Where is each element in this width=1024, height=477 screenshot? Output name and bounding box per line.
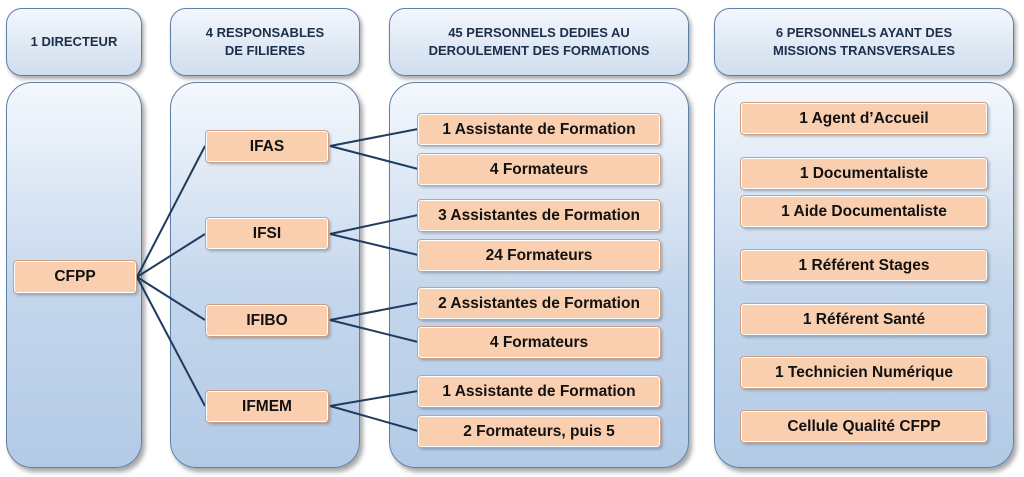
connector-cfpp-ifsi [136, 233, 206, 278]
node-staff-label: 4 Formateurs [489, 333, 589, 351]
node-role-referent-stages: 1 Référent Stages [740, 249, 988, 282]
header-responsables: 4 RESPONSABLES DE FILIERES [170, 8, 360, 76]
node-role-label: 1 Référent Stages [798, 256, 930, 274]
node-staff-ifmem-1: 1 Assistante de Formation [417, 375, 661, 408]
node-staff-label: 2 Formateurs, puis 5 [463, 422, 615, 440]
node-role-label: Cellule Qualité CFPP [787, 417, 941, 435]
connector-ifsi-staff-1 [329, 214, 419, 235]
connector-ifmem-staff-1 [329, 390, 419, 407]
connector-ifibo-staff-1 [329, 302, 419, 321]
header-responsables-label: 4 RESPONSABLES DE FILIERES [205, 25, 325, 58]
node-filiere-label: IFMEM [242, 397, 292, 415]
node-filiere-label: IFAS [249, 137, 285, 155]
node-filiere-ifmem: IFMEM [205, 390, 329, 423]
node-role-label: 1 Technicien Numérique [774, 363, 953, 381]
node-staff-label: 2 Assistantes de Formation [438, 294, 640, 312]
header-transversal: 6 PERSONNELS AYANT DES MISSIONS TRANSVER… [714, 8, 1014, 76]
node-filiere-ifsi: IFSI [205, 217, 329, 250]
node-role-agent-accueil: 1 Agent d’Accueil [740, 102, 988, 135]
connector-cfpp-ifibo [136, 276, 206, 321]
node-role-cellule-qualite: Cellule Qualité CFPP [740, 410, 988, 443]
header-personnels-label: 45 PERSONNELS DEDIES AU DEROULEMENT DES … [428, 25, 650, 58]
node-staff-label: 3 Assistantes de Formation [438, 206, 640, 224]
node-staff-ifibo-1: 2 Assistantes de Formation [417, 287, 661, 320]
connector-ifmem-staff-2 [329, 405, 419, 432]
node-staff-ifsi-2: 24 Formateurs [417, 239, 661, 272]
connector-ifibo-staff-2 [329, 319, 419, 343]
node-role-label: 1 Documentaliste [799, 164, 929, 182]
node-filiere-ifas: IFAS [205, 130, 329, 163]
header-director-label: 1 DIRECTEUR [30, 34, 118, 49]
node-staff-label: 1 Assistante de Formation [442, 382, 636, 400]
node-role-referent-sante: 1 Référent Santé [740, 303, 988, 336]
node-filiere-ifibo: IFIBO [205, 304, 329, 337]
node-role-documentaliste: 1 Documentaliste [740, 157, 988, 190]
node-filiere-label: IFIBO [246, 311, 288, 329]
connector-ifas-staff-2 [329, 145, 419, 170]
node-staff-ifmem-2: 2 Formateurs, puis 5 [417, 415, 661, 448]
node-role-aide-documentaliste: 1 Aide Documentaliste [740, 195, 988, 228]
node-cfpp: CFPP [13, 260, 137, 294]
node-staff-ifas-2: 4 Formateurs [417, 153, 661, 186]
node-role-technicien-numerique: 1 Technicien Numérique [740, 356, 988, 389]
connector-cfpp-ifmem [136, 276, 206, 407]
node-role-label: 1 Référent Santé [802, 310, 926, 328]
node-role-label: 1 Agent d’Accueil [799, 109, 929, 127]
header-transversal-label: 6 PERSONNELS AYANT DES MISSIONS TRANSVER… [772, 25, 956, 58]
connector-cfpp-ifas [136, 145, 206, 278]
header-director: 1 DIRECTEUR [6, 8, 142, 76]
node-cfpp-label: CFPP [54, 268, 96, 285]
node-staff-ifas-1: 1 Assistante de Formation [417, 113, 661, 146]
node-staff-label: 24 Formateurs [485, 246, 593, 264]
connector-ifas-staff-1 [329, 128, 419, 147]
node-staff-ifibo-2: 4 Formateurs [417, 326, 661, 359]
node-filiere-label: IFSI [252, 224, 282, 242]
node-staff-label: 4 Formateurs [489, 160, 589, 178]
node-staff-label: 1 Assistante de Formation [442, 120, 636, 138]
node-role-label: 1 Aide Documentaliste [781, 202, 947, 220]
header-personnels: 45 PERSONNELS DEDIES AU DEROULEMENT DES … [389, 8, 689, 76]
connector-ifsi-staff-2 [329, 233, 419, 256]
node-staff-ifsi-1: 3 Assistantes de Formation [417, 199, 661, 232]
